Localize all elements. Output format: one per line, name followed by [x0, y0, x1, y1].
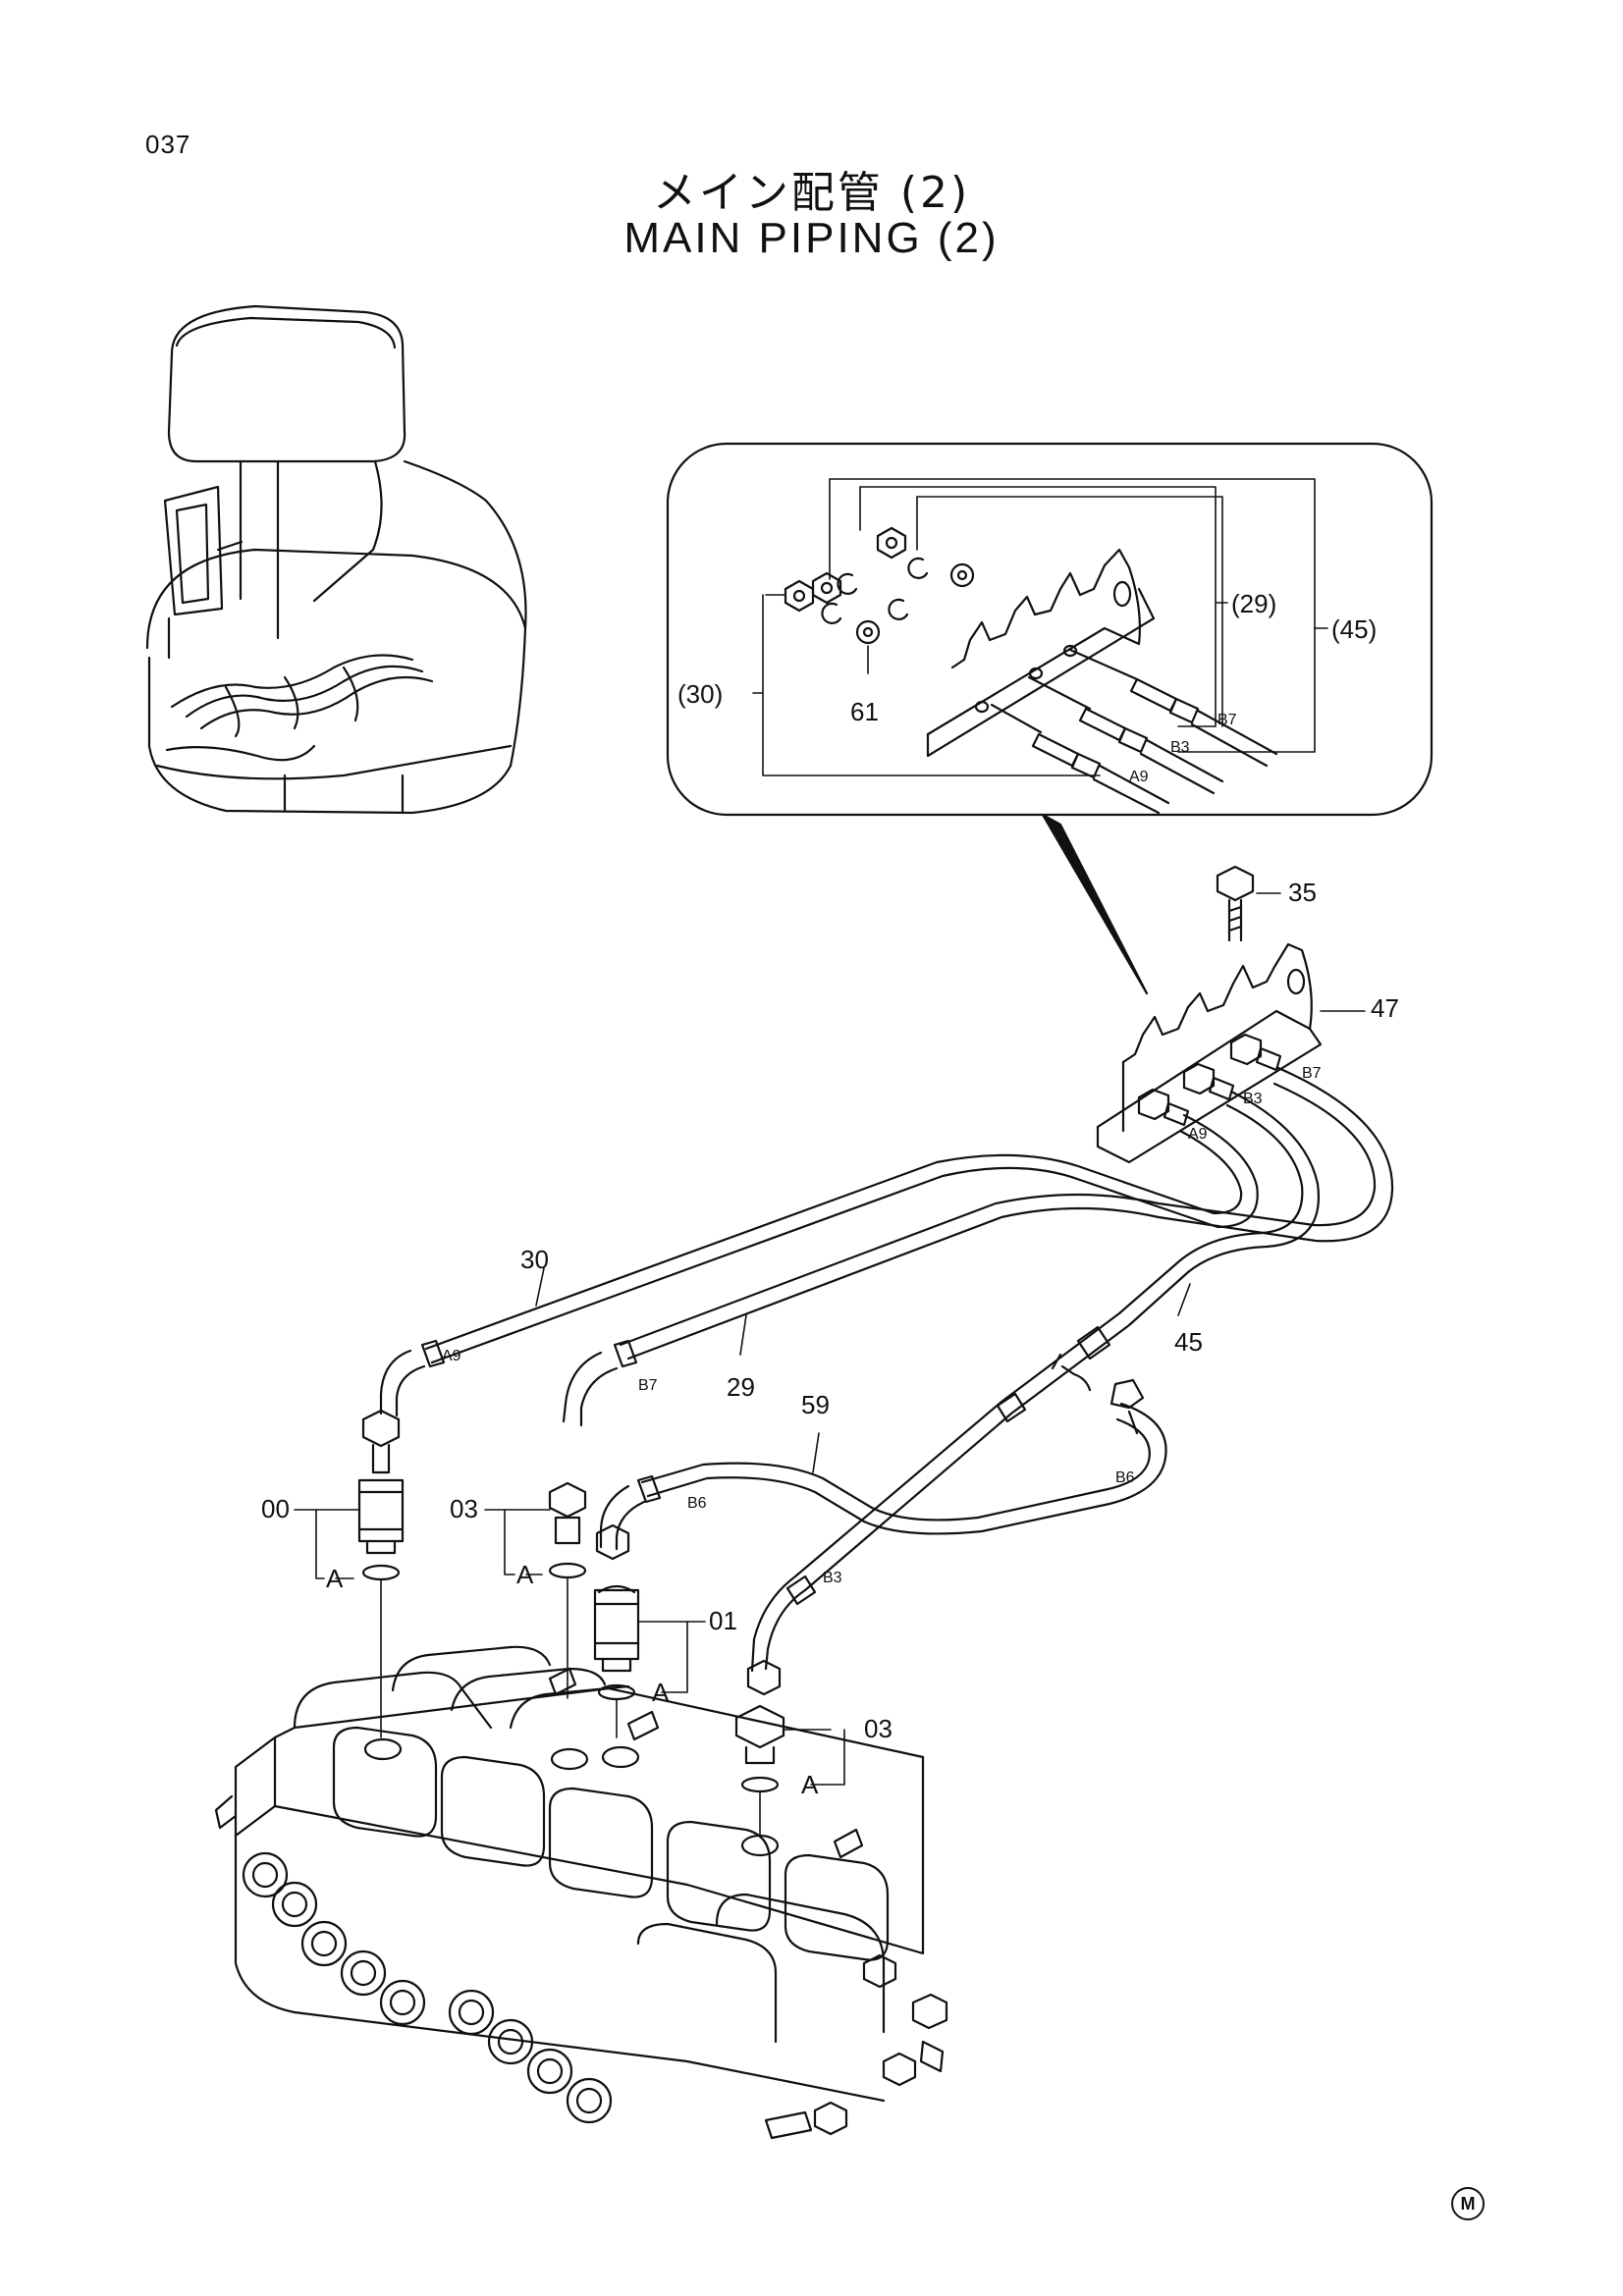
title-japanese: メイン配管 (2)	[652, 168, 971, 218]
tag-b6-pipe59: B6	[687, 1495, 707, 1512]
control-valve-block	[214, 1645, 948, 2140]
callout-a-oring-2: A	[516, 1560, 534, 1589]
adapter-03-left	[548, 1481, 630, 1579]
callout-01-adapter: 01	[709, 1606, 737, 1635]
tag-b3-detail: B3	[1170, 739, 1190, 756]
callout-03-adapter-right: 03	[864, 1714, 893, 1743]
tag-a9-pipe30: A9	[442, 1348, 461, 1364]
bracket-47	[1096, 942, 1366, 1164]
adapter-03-right	[734, 1659, 785, 1793]
detail-washers	[821, 557, 975, 645]
callout-a-oring-3: A	[652, 1678, 670, 1707]
detail-labels: (30) (29) (45) 61 B7 B3 A9	[677, 589, 1377, 785]
callout-03-adapter-left: 03	[450, 1494, 478, 1523]
callout-59-pipe: 59	[801, 1390, 830, 1419]
page-number: 037	[145, 130, 191, 159]
detail-leader-lines	[752, 478, 1328, 776]
tag-a9-bracket: A9	[1188, 1126, 1208, 1143]
tag-a9-detail: A9	[1129, 769, 1149, 785]
corner-circle-mark: M	[1451, 2187, 1485, 2220]
detail-bracket	[926, 548, 1156, 758]
tag-b6-tee: B6	[1115, 1469, 1135, 1486]
main-labels: 35 47 30 29 45 59 00 03 01 03 A A A A	[261, 878, 1399, 1799]
tag-b3-pipe45: B3	[823, 1570, 842, 1586]
callout-30-pipe: 30	[520, 1245, 549, 1274]
callout-29-group: (29)	[1231, 589, 1276, 618]
pipe-b6-59	[599, 1378, 1167, 1551]
adapter-00	[357, 1409, 405, 1581]
tag-b7-detail: B7	[1217, 712, 1237, 728]
callout-a-oring-1: A	[326, 1564, 344, 1593]
detail-balloon	[666, 442, 1434, 995]
callout-00-adapter: 00	[261, 1494, 290, 1523]
callout-30-group: (30)	[677, 679, 723, 709]
bracket-fittings	[1137, 1033, 1282, 1127]
tag-b7-pipe29: B7	[638, 1377, 658, 1394]
callout-29-pipe: 29	[727, 1372, 755, 1402]
adapter-01	[593, 1584, 640, 1701]
excavator-overview-illustration	[145, 304, 527, 815]
callout-a-oring-4: A	[801, 1770, 819, 1799]
callout-61-washer: 61	[850, 697, 879, 726]
bolt-35	[1216, 865, 1281, 942]
callout-45-pipe: 45	[1174, 1327, 1203, 1357]
callout-35-bolt: 35	[1288, 878, 1317, 907]
detail-nuts	[784, 526, 907, 613]
tag-b3-bracket: B3	[1243, 1091, 1263, 1107]
pipe-tags: B7 B3 A9 A9 B7 B6 B6 B3	[442, 1065, 1322, 1586]
callout-leaders	[294, 1267, 1191, 1837]
title-english: MAIN PIPING (2)	[623, 214, 1000, 262]
tag-b7-bracket: B7	[1302, 1065, 1322, 1082]
pipe-b3-45	[750, 1090, 1320, 1673]
pipe-b7-29	[562, 1066, 1394, 1427]
callout-47-bracket: 47	[1371, 993, 1399, 1023]
detail-fittings	[990, 648, 1278, 815]
callout-45-group: (45)	[1331, 614, 1377, 644]
